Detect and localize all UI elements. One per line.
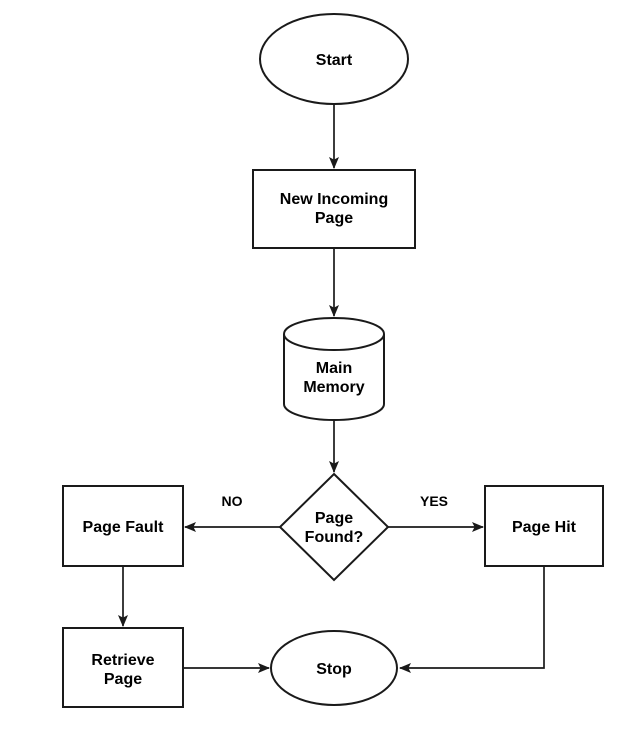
- node-new-incoming-page-shape: [252, 169, 416, 249]
- node-new-incoming-page: New Incoming Page: [252, 169, 416, 249]
- node-retrieve-page: Retrieve Page: [62, 627, 184, 708]
- edge-label-yes: YES: [420, 493, 448, 509]
- node-page-hit-label: Page Hit: [512, 519, 577, 536]
- node-page-found: Page Found?: [278, 472, 390, 582]
- node-page-found-label-line2: Found?: [305, 529, 364, 546]
- node-new-incoming-page-label-line1: New Incoming: [280, 191, 388, 208]
- node-page-found-shape: [278, 472, 390, 582]
- node-page-fault-shape: [62, 485, 184, 567]
- node-page-hit-shape: [484, 485, 604, 567]
- node-stop-label: Stop: [316, 661, 352, 678]
- edge-page-hit-to-stop: [399, 566, 545, 673]
- node-page-fault: Page Fault: [62, 485, 184, 567]
- node-main-memory: Main Memory: [283, 317, 385, 421]
- node-start: Start: [259, 13, 409, 105]
- node-stop: Stop: [270, 630, 398, 706]
- node-main-memory-body: [283, 334, 385, 421]
- node-page-hit: Page Hit: [484, 485, 604, 567]
- node-main-memory-label-line2: Memory: [303, 379, 364, 396]
- node-start-label: Start: [316, 52, 353, 69]
- node-main-memory-label-line1: Main: [316, 360, 352, 377]
- edges: NO YES: [118, 104, 545, 673]
- node-new-incoming-page-label-line2: Page: [315, 210, 353, 227]
- node-main-memory-top: [283, 317, 385, 351]
- node-page-found-label-line1: Page: [315, 510, 353, 527]
- node-start-shape: [259, 13, 409, 105]
- node-retrieve-page-label-line1: Retrieve: [91, 652, 154, 669]
- node-retrieve-page-label-line2: Page: [104, 671, 142, 688]
- node-stop-shape: [270, 630, 398, 706]
- edge-label-no: NO: [222, 493, 243, 509]
- node-retrieve-page-shape: [62, 627, 184, 708]
- node-page-fault-label: Page Fault: [83, 519, 165, 536]
